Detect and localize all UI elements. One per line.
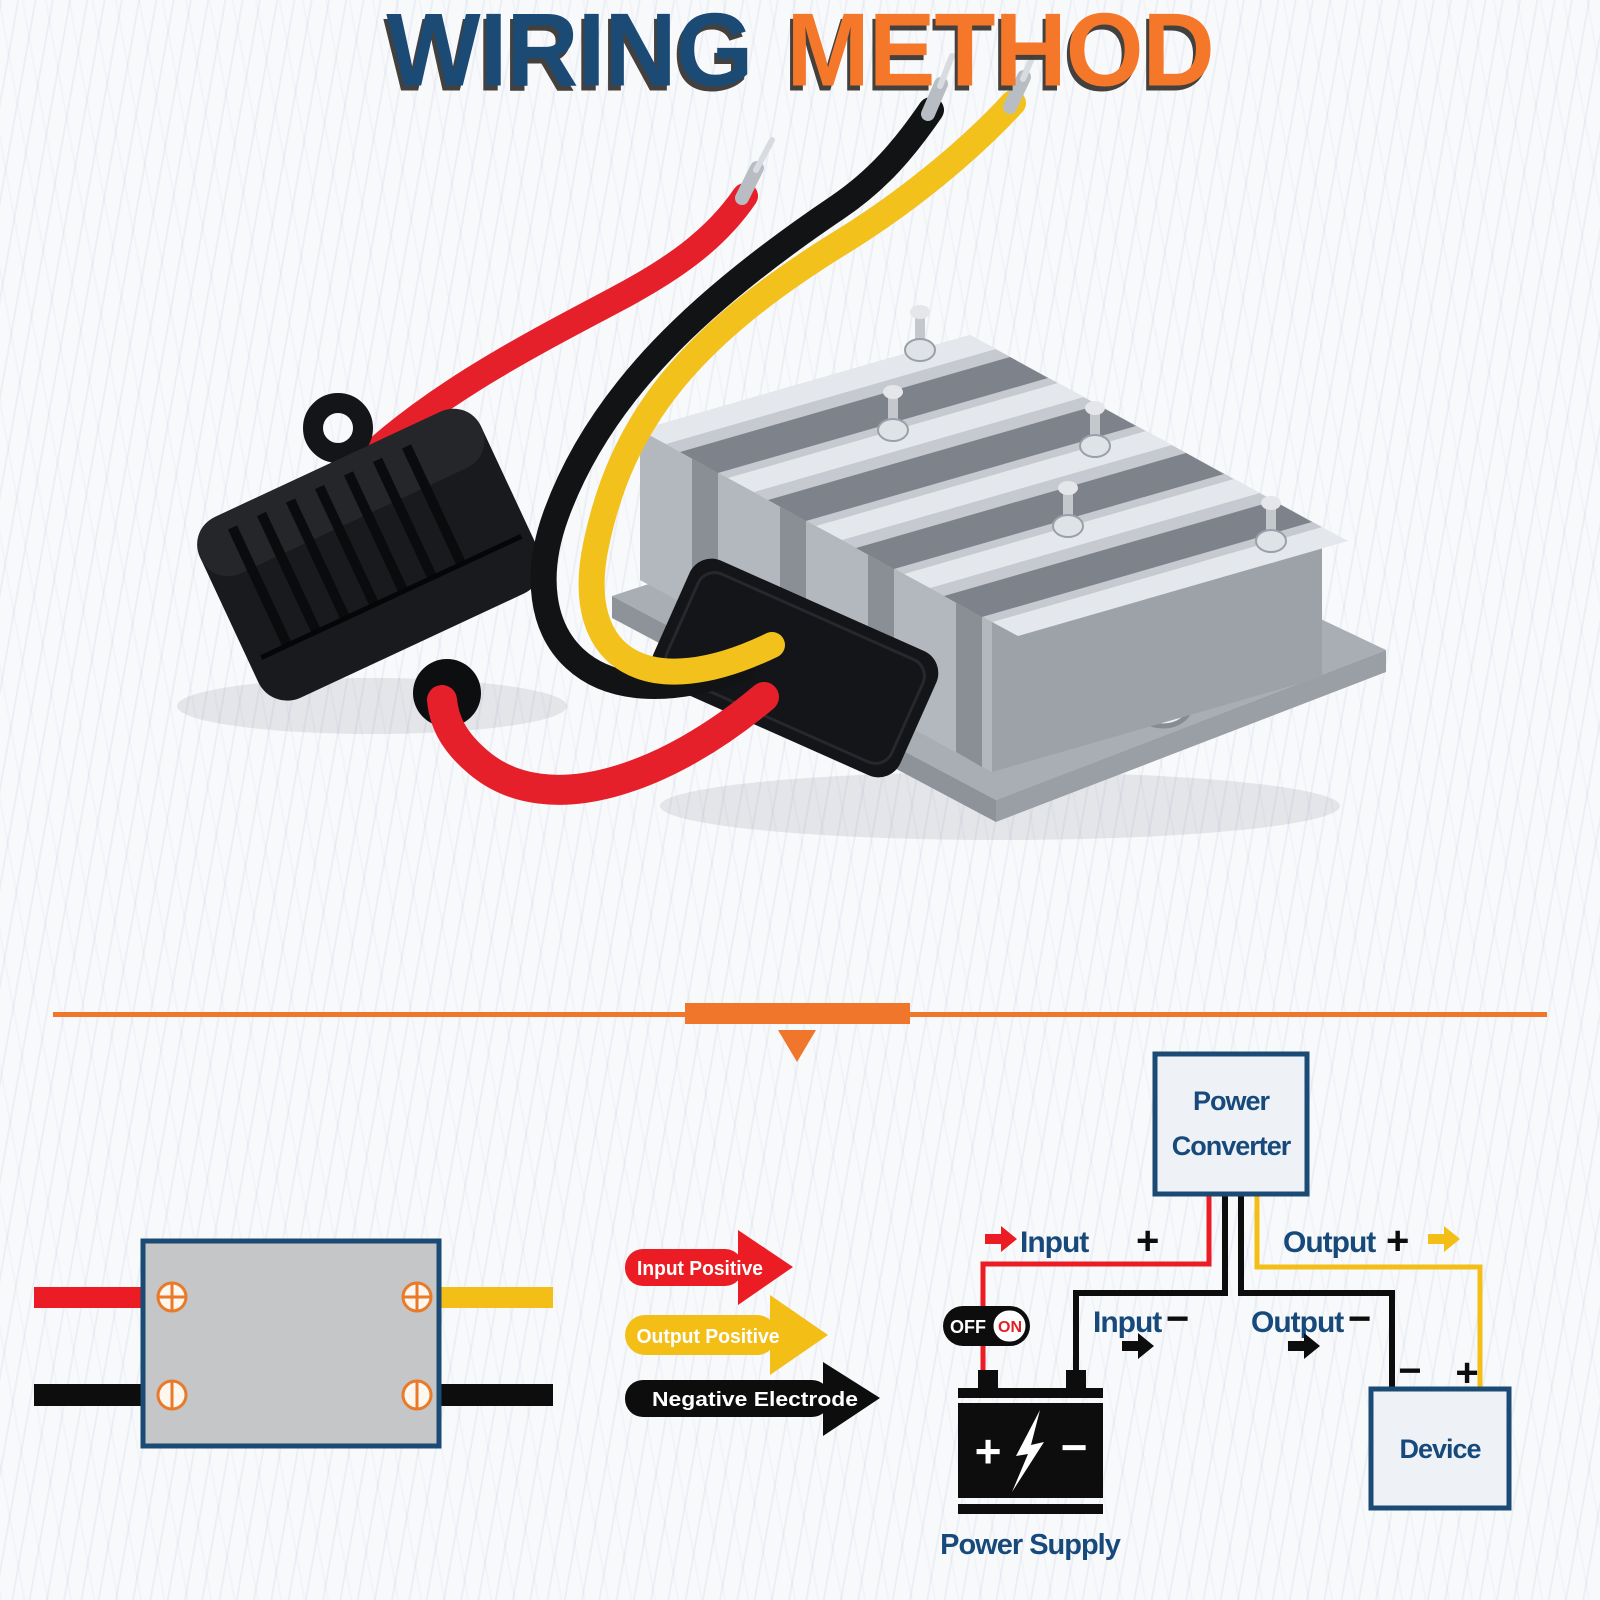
legend-input-positive: Input Positive <box>625 1230 793 1305</box>
legend-negative-electrode: Negative Electrode <box>625 1362 880 1436</box>
fuse-holder <box>197 408 543 701</box>
front-groove <box>956 602 982 767</box>
fuse-holder-ribs <box>227 444 466 648</box>
device-plus-sign: + <box>1455 1351 1478 1395</box>
wire-ferrules <box>735 46 1039 205</box>
input-negative-wire <box>34 1384 144 1406</box>
legend-label: Output Positive <box>637 1326 780 1348</box>
switch-on-label: ON <box>998 1319 1022 1336</box>
fin-gap <box>768 405 1136 521</box>
input-positive-wire <box>34 1287 144 1308</box>
input-positive-arrow-icon <box>985 1226 1017 1252</box>
fin-ridge <box>816 431 1172 540</box>
fin-ridge <box>904 479 1260 588</box>
yellow-wire <box>578 90 1026 685</box>
wire-legend: Input Positive Output Positive Negative … <box>625 1230 880 1436</box>
terminal-diagram <box>34 1238 553 1449</box>
screw-post <box>1079 401 1111 458</box>
legend-label: Negative Electrode <box>652 1389 858 1411</box>
input-negative-arrow-icon <box>1122 1333 1154 1359</box>
terminal-cover <box>651 558 939 778</box>
lightning-bolt-icon <box>1012 1410 1044 1492</box>
legend-label: Input Positive <box>637 1258 763 1280</box>
output-positive-label: Output <box>1283 1226 1376 1259</box>
red-ferrule <box>735 161 764 205</box>
power-converter-label-line1: Power <box>1193 1086 1271 1116</box>
input-negative-sign: − <box>1166 1297 1189 1341</box>
battery-plus-sign: + <box>975 1425 1002 1477</box>
output-negative-sign: − <box>1348 1297 1371 1341</box>
legend-output-positive: Output Positive <box>625 1295 828 1375</box>
device-label: Device <box>1399 1434 1481 1464</box>
schematic: Power Converter Input + Output + Input −… <box>940 1051 1512 1561</box>
red-wire-upper <box>342 183 758 483</box>
fin-gap <box>680 357 1048 473</box>
device-box: Device <box>1368 1386 1512 1511</box>
schematic-yellow-wire <box>1254 1194 1483 1392</box>
fin-ridge <box>992 527 1348 636</box>
converter-body-box <box>140 1238 442 1449</box>
fin-ridge <box>728 383 1084 492</box>
screw-post <box>1052 481 1084 538</box>
screw-terminal-positive-right <box>401 1281 433 1313</box>
title-word-wiring: WIRING <box>386 0 753 109</box>
heatsink-right-face <box>992 527 1322 772</box>
input-positive-label: Input <box>1020 1226 1089 1259</box>
fuse-holder-loop <box>303 393 373 463</box>
output-positive-sign: + <box>1386 1219 1409 1263</box>
yellow-ferrule-pin <box>1020 46 1039 82</box>
battery-terminal-negative <box>1066 1370 1086 1388</box>
product-photo <box>177 46 1386 840</box>
schematic-input-neg-wire <box>1073 1194 1228 1378</box>
power-converter-box: Power Converter <box>1152 1051 1310 1197</box>
screw-post <box>877 385 909 442</box>
switch-off-label: OFF <box>950 1317 986 1337</box>
heatsink-base-right-edge <box>996 650 1386 822</box>
screw-post <box>904 305 936 362</box>
power-converter-label-line2: Converter <box>1172 1131 1292 1161</box>
fin-ridge <box>640 335 996 444</box>
fin-gap <box>944 501 1312 617</box>
black-ferrule <box>921 77 948 121</box>
screw-terminal-negative-right <box>401 1379 433 1411</box>
screw-terminal-positive-left <box>156 1281 188 1313</box>
black-ferrule-pin <box>937 53 955 89</box>
divider-arrow-down <box>778 1030 816 1062</box>
black-wire <box>530 97 944 699</box>
power-switch[interactable]: OFF ON <box>943 1306 1030 1346</box>
battery-terminal-positive <box>978 1370 998 1388</box>
screw-posts <box>877 305 1287 553</box>
fin-gap <box>856 453 1224 569</box>
screw-terminal-negative-left <box>156 1379 188 1411</box>
device-minus-sign: − <box>1398 1349 1421 1393</box>
output-positive-arrow-icon <box>1428 1226 1460 1252</box>
screw-post <box>1255 496 1287 553</box>
red-ferrule-pin <box>753 137 775 173</box>
output-negative-label: Output <box>1251 1306 1344 1339</box>
schematic-output-neg-wire <box>1238 1194 1395 1392</box>
input-positive-sign: + <box>1136 1219 1159 1263</box>
yellow-ferrule <box>1003 70 1031 114</box>
battery-icon: + − <box>958 1370 1103 1514</box>
input-negative-label: Input <box>1093 1306 1162 1339</box>
title-word-method: METHOD <box>786 0 1214 109</box>
output-negative-arrow-icon <box>1288 1333 1320 1359</box>
schematic-red-wire <box>980 1194 1212 1378</box>
output-negative-wire <box>438 1384 553 1406</box>
output-positive-wire <box>438 1287 553 1308</box>
red-wire-lower <box>427 682 779 805</box>
battery-minus-sign: − <box>1061 1421 1088 1473</box>
divider-bar <box>685 1003 910 1024</box>
power-supply-label: Power Supply <box>940 1529 1121 1561</box>
